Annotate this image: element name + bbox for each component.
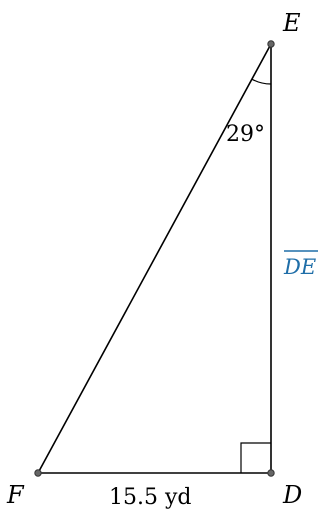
angle-label-e: 29° [226, 122, 265, 147]
side-ef [37, 43, 272, 474]
angle-arc-e [251, 78, 272, 85]
vertex-label-f: F [6, 481, 25, 509]
segment-label-de: DE [283, 255, 316, 279]
vertex-label-d: D [282, 481, 302, 509]
vertex-label-e: E [282, 9, 301, 37]
right-angle-marker [240, 442, 271, 473]
vertex-dot-e [267, 40, 275, 48]
vertex-dot-f [34, 469, 42, 477]
side-label-fd: 15.5 yd [109, 485, 192, 509]
vertex-dot-d [267, 469, 275, 477]
